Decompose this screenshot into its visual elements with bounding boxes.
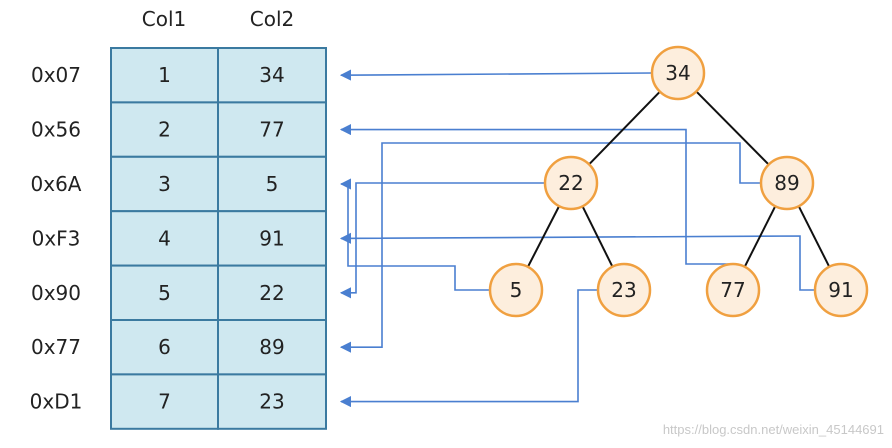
tree-node-label: 89 — [774, 171, 799, 195]
tree-node: 23 — [596, 262, 652, 318]
tree-node: 34 — [650, 45, 706, 101]
table-cell-col1 — [110, 373, 219, 430]
table-cell-col1-value: 4 — [158, 226, 171, 250]
column-header-col1: Col1 — [142, 7, 186, 31]
table-cell-col2 — [217, 210, 327, 267]
table-cell-col2-value: 89 — [259, 335, 284, 359]
table-cell-col2 — [217, 319, 327, 376]
tree-node-label: 34 — [665, 61, 690, 85]
tree-node-circle — [813, 262, 869, 318]
table-cell-col2 — [217, 47, 327, 104]
pointer-lines — [339, 69, 815, 408]
table-cell-col2-value: 23 — [259, 390, 284, 414]
tree-edges — [526, 90, 831, 268]
table-cell-col2-value: 77 — [259, 118, 284, 142]
tree-nodes: 34 22 89 5 23 77 91 — [488, 45, 869, 318]
table-cell-col2 — [217, 155, 327, 213]
table-cell-col1-value: 2 — [158, 118, 171, 142]
tree-node-circle — [543, 155, 599, 211]
table-cell-col2 — [217, 373, 327, 430]
table-cell-col1-value: 3 — [158, 172, 171, 196]
watermark: https://blog.csdn.net/weixin_45144691 — [663, 422, 884, 437]
tree-node: 77 — [705, 262, 761, 318]
tree-edge — [588, 90, 661, 166]
pointer-line — [339, 182, 545, 299]
tree-edge — [797, 205, 831, 268]
tree-node-label: 22 — [558, 171, 583, 195]
table: 0x07 1 34 0x56 2 77 0x6A 3 5 0xF3 4 91 0x90 5 22 0x77 6 8… — [30, 47, 327, 430]
table-cell-col2-value: 91 — [259, 226, 284, 250]
tree-edge — [581, 205, 614, 268]
column-header-col2: Col2 — [250, 7, 294, 31]
tree-node-label: 77 — [720, 278, 745, 302]
row-address-label: 0x6A — [31, 172, 82, 196]
tree-node-circle — [759, 155, 815, 211]
tree-node-label: 91 — [828, 278, 853, 302]
table-cell-col2 — [217, 264, 327, 322]
pointer-line — [339, 142, 761, 353]
tree-node: 91 — [813, 262, 869, 318]
pointer-line — [339, 289, 598, 408]
tree-edge — [526, 205, 561, 268]
tree-node-circle — [705, 262, 761, 318]
table-cell-col1 — [110, 47, 219, 104]
table-cell-col1-value: 6 — [158, 335, 171, 359]
pointer-line — [339, 232, 815, 291]
pointer-line — [339, 69, 653, 81]
tree-node-circle — [596, 262, 652, 318]
row-address-label: 0x07 — [31, 63, 81, 87]
tree-node-label: 5 — [510, 278, 523, 302]
row-address-label: 0x90 — [31, 281, 81, 305]
tree-node-circle — [650, 45, 706, 101]
tree-edge — [743, 205, 777, 268]
pointer-line — [339, 124, 733, 265]
table-cell-col2-value: 5 — [266, 172, 279, 196]
row-address-label: 0x56 — [31, 118, 81, 142]
pointer-line — [339, 178, 490, 291]
row-address-label: 0xF3 — [32, 226, 81, 250]
tree-node: 89 — [759, 155, 815, 211]
tree-edge — [695, 90, 770, 166]
table-cell-col1-value: 5 — [158, 281, 171, 305]
tree-node-label: 23 — [611, 278, 636, 302]
table-cell-col2 — [217, 101, 327, 158]
row-address-label: 0xD1 — [30, 390, 83, 414]
tree-node: 22 — [543, 155, 599, 211]
tree-node-circle — [488, 262, 544, 318]
row-address-label: 0x77 — [31, 335, 81, 359]
table-cell-col2-value: 34 — [259, 63, 284, 87]
tree-node: 5 — [488, 262, 544, 318]
table-cell-col1-value: 7 — [158, 390, 171, 414]
table-cell-col1-value: 1 — [158, 63, 171, 87]
table-cell-col2-value: 22 — [259, 281, 284, 305]
